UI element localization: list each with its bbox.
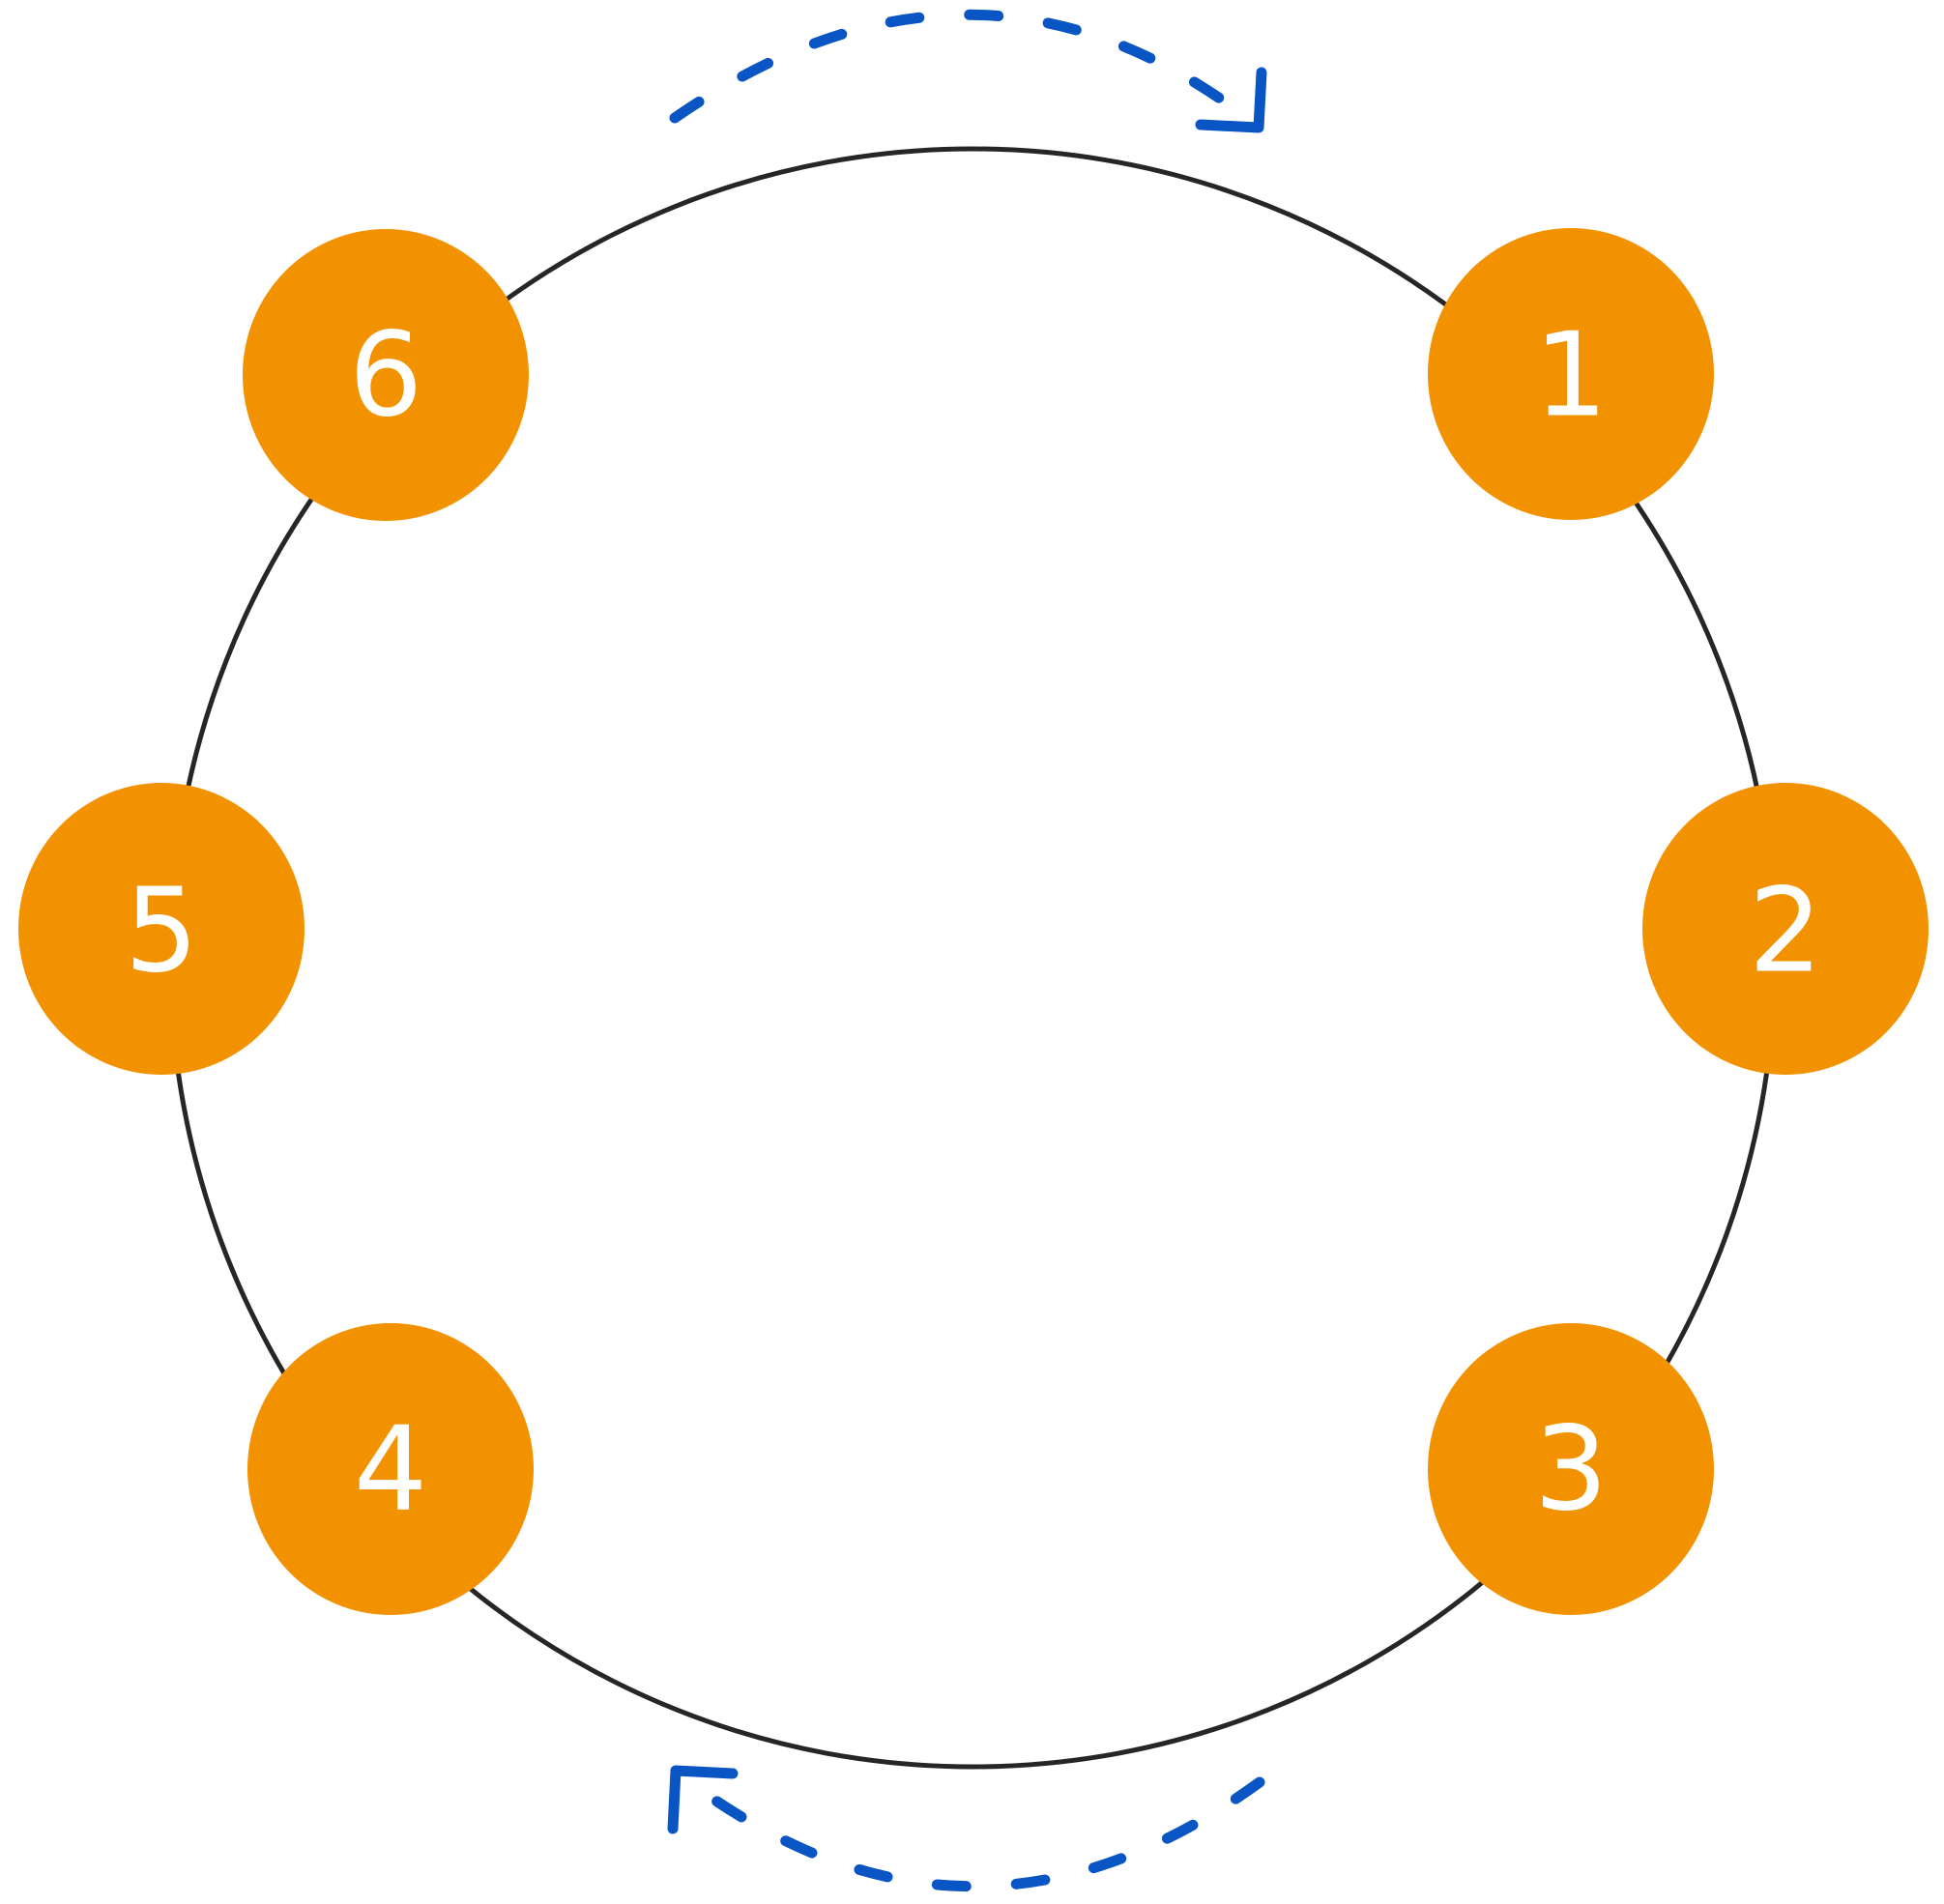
node-3-circle bbox=[1428, 1323, 1714, 1615]
node-1: 1 bbox=[1428, 228, 1714, 520]
node-3-label: 3 bbox=[1534, 1403, 1608, 1538]
node-5: 5 bbox=[18, 783, 305, 1075]
node-6-circle bbox=[243, 229, 529, 521]
top-arrow-dashed-arc bbox=[669, 9, 1249, 124]
node-2: 2 bbox=[1642, 783, 1929, 1075]
node-4-label: 4 bbox=[354, 1403, 427, 1538]
node-3: 3 bbox=[1428, 1323, 1714, 1615]
bottom-clockwise-arrow-icon bbox=[667, 1765, 1265, 1892]
bottom-arrowhead bbox=[667, 1765, 739, 1834]
top-clockwise-arrow-icon bbox=[669, 9, 1267, 133]
node-5-circle bbox=[18, 783, 305, 1075]
node-6: 6 bbox=[243, 229, 529, 521]
node-6-label: 6 bbox=[349, 309, 422, 444]
top-arrowhead bbox=[1195, 67, 1267, 133]
node-2-circle bbox=[1642, 783, 1929, 1075]
node-1-label: 1 bbox=[1534, 309, 1608, 444]
node-2-label: 2 bbox=[1749, 865, 1822, 999]
bottom-arrow-dashed-arc bbox=[682, 1775, 1265, 1892]
node-5-label: 5 bbox=[125, 865, 198, 999]
node-4: 4 bbox=[247, 1323, 534, 1615]
node-1-circle bbox=[1428, 228, 1714, 520]
node-4-circle bbox=[247, 1323, 534, 1615]
